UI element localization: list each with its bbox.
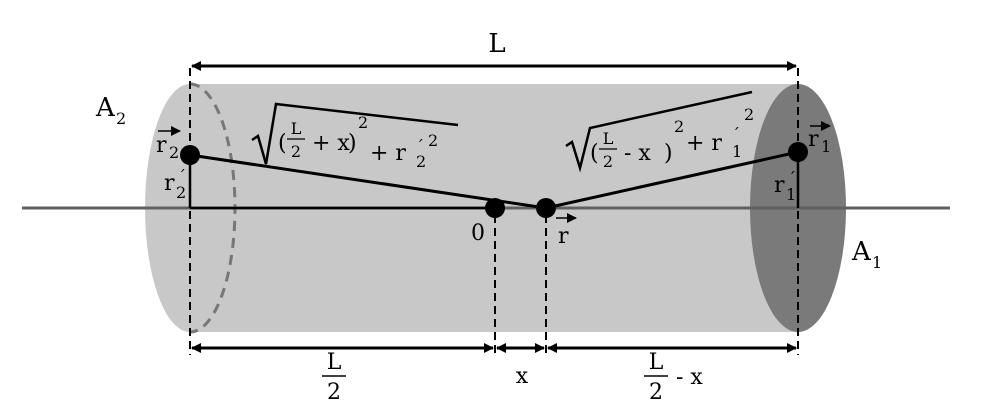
sqrt-sign-right <box>565 90 753 173</box>
formula-right-frac-num: L <box>603 129 614 148</box>
formula-right-paren-close: ) <box>664 141 673 166</box>
formula-right-minus-x: - x <box>624 141 651 166</box>
formula-left-r-prime: ´ <box>416 137 424 156</box>
distance-line-right <box>545 150 799 210</box>
formula-left-paren-open: ( <box>278 131 287 156</box>
point-origin <box>485 198 505 218</box>
formula-right-distance: ( L 2 - x ) 2 + r 1 ´ 2 <box>565 90 754 173</box>
point-r <box>536 198 556 218</box>
label-r1-vector: r <box>808 127 819 152</box>
label-half-L-minus-x-rest: - x <box>676 365 703 390</box>
formula-right-r-prime: ´ <box>732 125 740 144</box>
label-r1-scalar-sub: 1 <box>786 185 796 204</box>
point-r1-prime <box>788 142 808 162</box>
label-half-L-minus-x-den: 2 <box>649 380 663 405</box>
formula-left-frac-num: L <box>291 119 302 138</box>
formula-left-distance: ( L 2 + x ) 2 + r 2 ´ 2 <box>251 102 459 171</box>
formula-left-r-sub: 2 <box>416 152 426 171</box>
label-r1-scalar-prime: ´ <box>788 169 796 188</box>
label-A2-sub: 2 <box>116 109 126 128</box>
formula-right-r-sub: 1 <box>732 142 742 161</box>
formula-left-plus-x: + x <box>312 131 350 156</box>
formula-left-frac-den: 2 <box>291 142 301 161</box>
formula-left-sq: 2 <box>358 113 368 132</box>
label-half-L-den: 2 <box>327 380 341 405</box>
formula-left-r-sq: 2 <box>428 131 438 150</box>
label-r2-scalar-prime: ´ <box>178 167 186 186</box>
label-half-L-num: L <box>327 350 342 375</box>
formula-right-paren-open: ( <box>590 141 599 166</box>
label-r2-scalar-sub: 2 <box>176 183 186 202</box>
label-r1-scalar: r <box>774 173 785 198</box>
label-r1-vector-sub: 1 <box>821 137 831 156</box>
label-A1: A <box>851 237 872 267</box>
formula-left-paren-close: ) <box>348 131 357 156</box>
label-half-L-minus-x-num: L <box>649 350 664 375</box>
label-r2-vector: r <box>156 133 167 158</box>
sqrt-sign-left <box>251 102 459 165</box>
label-A2: A <box>95 93 116 123</box>
label-origin: 0 <box>471 221 485 246</box>
formula-left-plus-r: + r <box>370 141 406 166</box>
label-r-vector: r <box>558 224 569 249</box>
formula-right-r-sq: 2 <box>744 105 754 124</box>
formula-right-sq: 2 <box>674 117 684 136</box>
label-L: L <box>488 29 505 59</box>
label-r2-scalar: r <box>164 171 175 196</box>
point-r2-prime <box>180 145 200 165</box>
formula-right-frac-den: 2 <box>603 152 613 171</box>
label-r2-vector-prime: ´ <box>170 128 178 147</box>
label-x: x <box>516 364 529 389</box>
label-r1-vector-prime: ´ <box>822 122 830 141</box>
label-A1-sub: 1 <box>872 253 882 272</box>
formula-right-plus-r: + r <box>686 131 722 156</box>
label-r2-vector-sub: 2 <box>169 143 179 162</box>
distance-line-left <box>189 153 547 210</box>
